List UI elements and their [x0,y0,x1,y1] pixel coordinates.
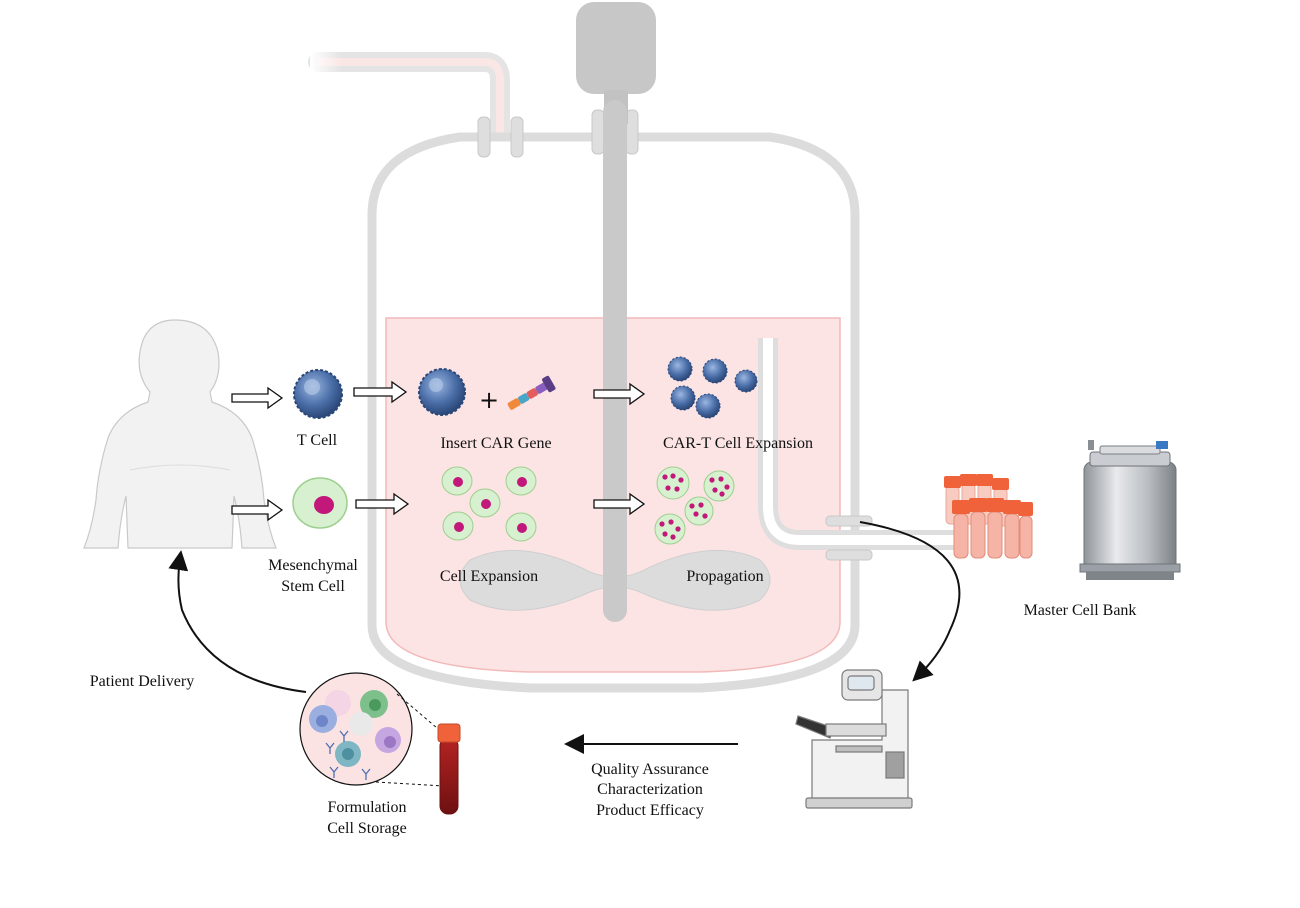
arrow-storage-to-patient [168,550,307,693]
stem-cell-icon [292,477,348,529]
msc-expansion-cluster [441,466,537,542]
label-car-t-expansion: CAR-T Cell Expansion [663,435,813,452]
label-insert-car-gene: Insert CAR Gene [440,435,551,452]
label-msc-line2: Stem Cell [281,578,345,595]
cryo-tank-icon [1079,440,1181,580]
arrow-tcell-to-car [353,380,408,404]
svg-text:+: + [479,386,499,414]
arrow-expansion-to-propagation [593,492,646,516]
arrow-msc-to-expansion [355,492,410,516]
flow-arrows [231,380,646,522]
label-cell-expansion: Cell Expansion [440,568,538,585]
microscope-icon [795,669,913,809]
bioreactor-vessel [308,2,960,693]
stirrer-motor [576,2,656,94]
label-characterization: Characterization [597,781,703,798]
arrow-car-to-cart [593,382,646,406]
blood-vial-icon [437,723,461,815]
t-cell-icon [293,369,343,419]
arrow-human-to-msc [231,498,284,522]
arrow-outlet-to-microscope [859,521,961,682]
propagation-cluster [654,466,735,545]
human-silhouette-icon [83,319,277,549]
stirrer-shaft [603,100,627,622]
label-cell-storage: Cell Storage [327,820,407,837]
label-t-cell: T Cell [297,432,338,449]
label-patient-delivery: Patient Delivery [90,673,194,690]
arrow-human-to-tcell [231,386,284,410]
car-t-cell-cluster [667,356,758,419]
sample-tubes-icon [944,474,1033,559]
car-t-construct-icon: + [418,368,556,416]
label-formulation: Formulation [327,799,406,816]
label-master-cell-bank: Master Cell Bank [1024,602,1137,619]
label-product-efficacy: Product Efficacy [596,802,704,819]
label-msc-line1: Mesenchymal [268,557,358,574]
label-propagation: Propagation [686,568,763,585]
car-gene-plasmid-icon [507,375,556,410]
cell-mixture-icon [299,672,445,787]
label-quality-assurance: Quality Assurance [591,761,709,778]
